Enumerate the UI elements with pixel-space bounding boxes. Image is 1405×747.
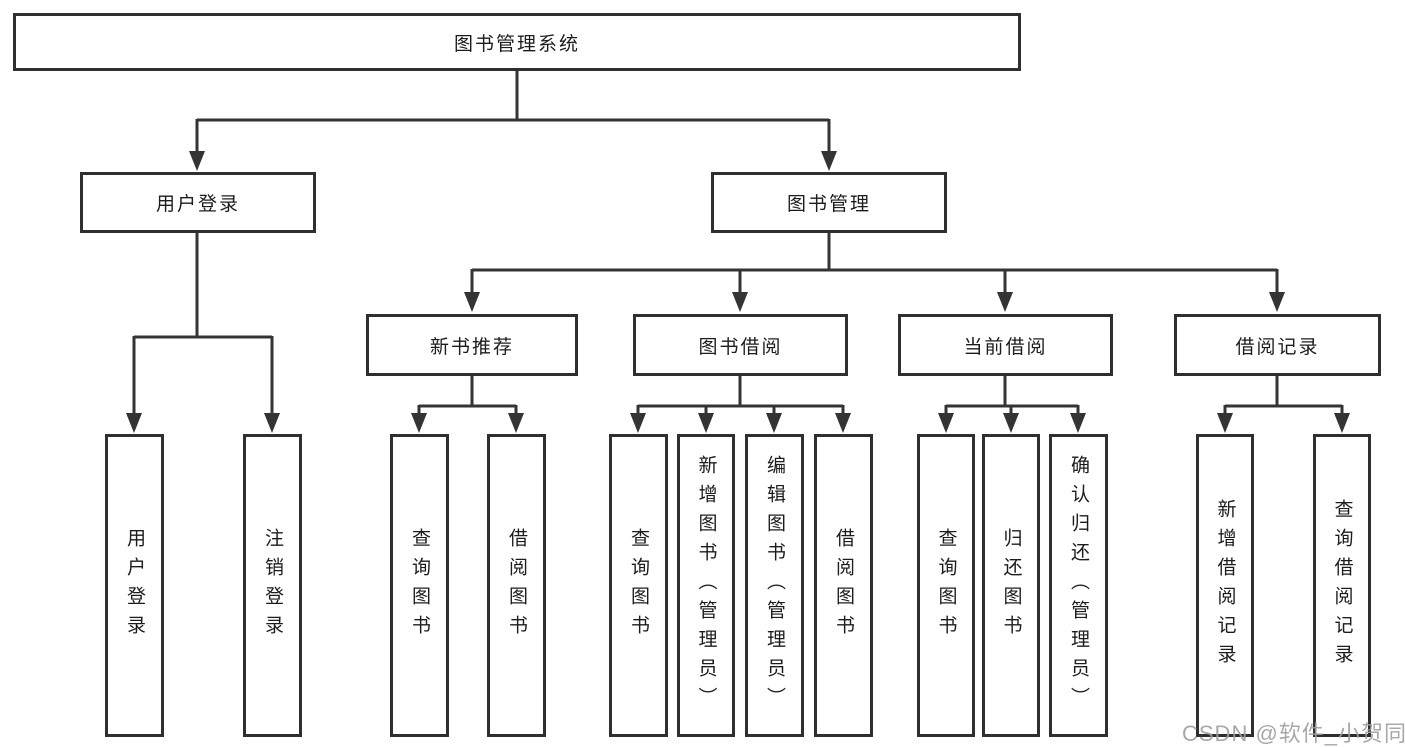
leaf-logout: 注销登录 bbox=[243, 434, 302, 737]
node-library-management-system: 图书管理系统 bbox=[13, 13, 1021, 71]
node-current-borrowing: 当前借阅 bbox=[898, 314, 1113, 376]
leaf-add-book-admin: 新增图书（管理员） bbox=[677, 434, 735, 737]
node-user-login: 用户登录 bbox=[80, 172, 316, 233]
node-book-management: 图书管理 bbox=[711, 172, 947, 233]
node-borrowing-records: 借阅记录 bbox=[1174, 314, 1381, 376]
arrowhead-icons bbox=[126, 151, 1350, 433]
node-book-borrowing: 图书借阅 bbox=[633, 314, 848, 376]
node-new-book-recommendation: 新书推荐 bbox=[366, 314, 578, 376]
leaf-add-borrow-record: 新增借阅记录 bbox=[1196, 434, 1254, 737]
leaf-borrow-books-borrowing: 借阅图书 bbox=[814, 434, 873, 737]
leaf-query-books-recommend: 查询图书 bbox=[390, 434, 449, 737]
leaf-edit-book-admin: 编辑图书（管理员） bbox=[745, 434, 804, 737]
leaf-query-books-borrowing: 查询图书 bbox=[609, 434, 668, 737]
leaf-query-borrow-record: 查询借阅记录 bbox=[1313, 434, 1371, 737]
leaf-borrow-books-recommend: 借阅图书 bbox=[487, 434, 546, 737]
leaf-user-login: 用户登录 bbox=[105, 434, 164, 737]
leaf-query-books-current: 查询图书 bbox=[917, 434, 975, 737]
watermark: CSDN @软件_小贺同学 bbox=[1182, 721, 1405, 746]
leaf-return-books: 归还图书 bbox=[982, 434, 1040, 737]
leaf-confirm-return-admin: 确认归还（管理员） bbox=[1049, 434, 1108, 737]
